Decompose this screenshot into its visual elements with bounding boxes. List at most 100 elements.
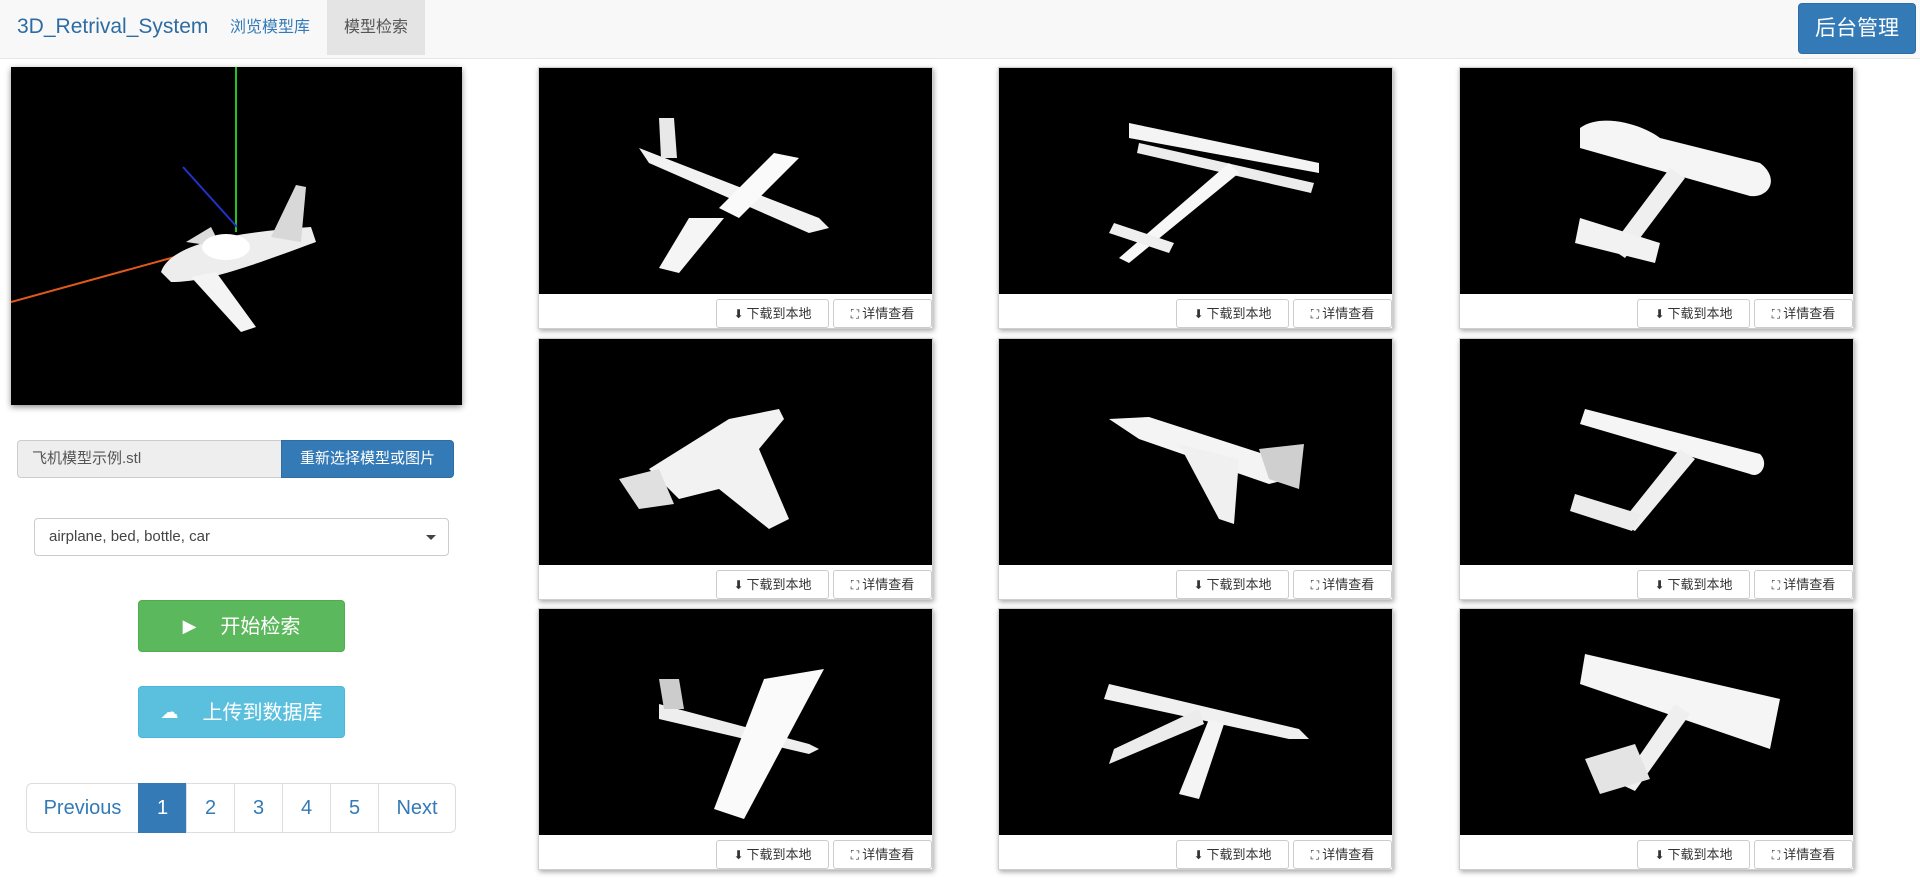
admin-button[interactable]: 后台管理 [1798,3,1916,54]
download-icon: ⬇ [1654,848,1665,862]
page-1[interactable]: 1 [138,783,187,833]
download-icon: ⬇ [1193,848,1204,862]
3d-model-viewer[interactable] [11,67,462,405]
download-button[interactable]: ⬇下载到本地 [1637,570,1750,599]
airplane-render [1570,409,1765,531]
page-5[interactable]: 5 [330,783,379,833]
airplane-render [1580,654,1780,794]
upload-database-label: 上传到数据库 [202,702,323,724]
result-card: ⬇下载到本地 ⛶详情查看 [998,338,1393,600]
detail-label: 详情查看 [862,306,915,321]
download-icon: ⬇ [733,307,744,321]
fullscreen-icon: ⛶ [1310,307,1320,321]
detail-button[interactable]: ⛶详情查看 [1754,299,1853,328]
detail-button[interactable]: ⛶详情查看 [833,840,932,869]
file-select-group: 飞机模型示例.stl 重新选择模型或图片 [17,440,454,478]
download-icon: ⬇ [1654,578,1665,592]
pagination: Previous 1 2 3 4 5 Next [26,783,456,833]
fullscreen-icon: ⛶ [1771,307,1781,321]
download-button[interactable]: ⬇下载到本地 [1637,840,1750,869]
detail-button[interactable]: ⛶详情查看 [833,570,932,599]
model-thumbnail[interactable] [1460,339,1853,565]
download-label: 下载到本地 [1206,577,1272,592]
detail-label: 详情查看 [862,577,915,592]
airplane-render [639,118,829,273]
file-path-input[interactable]: 飞机模型示例.stl [17,440,282,478]
result-card: ⬇下载到本地 ⛶详情查看 [1459,67,1854,329]
play-icon: ▶ [182,616,197,636]
cloud-upload-icon: ☁ [160,702,179,722]
detail-label: 详情查看 [1322,577,1375,592]
airplane-render [1575,120,1771,263]
category-select-value: airplane, bed, bottle, car [49,528,210,545]
airplane-render [1109,417,1304,524]
download-label: 下载到本地 [1667,306,1733,321]
model-thumbnail[interactable] [1460,68,1853,294]
download-button[interactable]: ⬇下载到本地 [716,570,829,599]
fullscreen-icon: ⛶ [1310,578,1320,592]
download-button[interactable]: ⬇下载到本地 [1176,840,1289,869]
detail-button[interactable]: ⛶详情查看 [1754,840,1853,869]
upload-database-button[interactable]: ☁ 上传到数据库 [138,686,345,738]
download-label: 下载到本地 [1667,577,1733,592]
brand-title[interactable]: 3D_Retrival_System [17,15,209,38]
category-select[interactable]: airplane, bed, bottle, car [34,518,449,556]
detail-button[interactable]: ⛶详情查看 [1754,570,1853,599]
download-icon: ⬇ [1193,578,1204,592]
download-icon: ⬇ [1193,307,1204,321]
download-label: 下载到本地 [746,306,812,321]
result-card: ⬇下载到本地 ⛶详情查看 [1459,338,1854,600]
download-button[interactable]: ⬇下载到本地 [716,840,829,869]
page-previous[interactable]: Previous [26,783,139,833]
download-button[interactable]: ⬇下载到本地 [1176,299,1289,328]
nav-model-search[interactable]: 模型检索 [327,0,425,55]
page-2[interactable]: 2 [186,783,235,833]
detail-label: 详情查看 [1322,847,1375,862]
fullscreen-icon: ⛶ [1771,848,1781,862]
model-thumbnail[interactable] [999,609,1392,835]
fullscreen-icon: ⛶ [850,848,860,862]
model-thumbnail[interactable] [539,68,932,294]
download-button[interactable]: ⬇下载到本地 [1637,299,1750,328]
nav-browse-library[interactable]: 浏览模型库 [230,19,311,36]
detail-label: 详情查看 [1322,306,1375,321]
page-4[interactable]: 4 [282,783,331,833]
model-thumbnail[interactable] [999,68,1392,294]
model-thumbnail[interactable] [999,339,1392,565]
caret-down-icon [426,535,436,540]
download-button[interactable]: ⬇下载到本地 [716,299,829,328]
detail-button[interactable]: ⛶详情查看 [1293,299,1392,328]
download-icon: ⬇ [1654,307,1665,321]
model-thumbnail[interactable] [539,339,932,565]
model-thumbnail[interactable] [1460,609,1853,835]
result-card: ⬇下载到本地 ⛶详情查看 [1459,608,1854,870]
page-next[interactable]: Next [378,783,456,833]
result-card: ⬇下载到本地 ⛶详情查看 [998,67,1393,329]
page-3[interactable]: 3 [234,783,283,833]
airplane-render [659,669,824,819]
result-card: ⬇下载到本地 ⛶详情查看 [538,67,933,329]
start-search-button[interactable]: ▶ 开始检索 [138,600,345,652]
model-thumbnail[interactable] [539,609,932,835]
airplane-render [1104,684,1309,799]
download-label: 下载到本地 [746,577,812,592]
download-label: 下载到本地 [1206,306,1272,321]
fullscreen-icon: ⛶ [1310,848,1320,862]
detail-label: 详情查看 [1783,577,1836,592]
download-label: 下载到本地 [1667,847,1733,862]
detail-button[interactable]: ⛶详情查看 [1293,840,1392,869]
download-icon: ⬇ [733,848,744,862]
detail-button[interactable]: ⛶详情查看 [833,299,932,328]
download-button[interactable]: ⬇下载到本地 [1176,570,1289,599]
airplane-render [1109,123,1319,263]
fullscreen-icon: ⛶ [1771,578,1781,592]
detail-button[interactable]: ⛶详情查看 [1293,570,1392,599]
fullscreen-icon: ⛶ [850,307,860,321]
reselect-model-button[interactable]: 重新选择模型或图片 [281,440,454,478]
result-card: ⬇下载到本地 ⛶详情查看 [538,338,933,600]
airplane-render [619,409,789,529]
result-card: ⬇下载到本地 ⛶详情查看 [998,608,1393,870]
download-icon: ⬇ [733,578,744,592]
start-search-label: 开始检索 [220,616,301,638]
airplane-model-render [11,67,316,332]
